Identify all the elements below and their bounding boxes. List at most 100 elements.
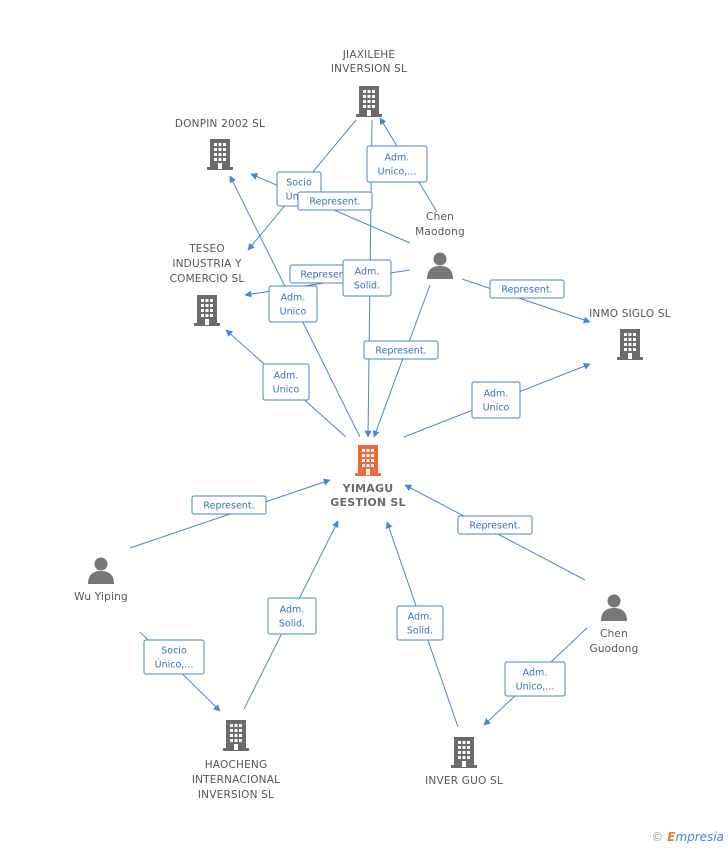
node-label: INVERSION SL [198,789,274,801]
building-icon [451,737,477,768]
edge-label-e6[interactable]: Adm. Unico [268,285,318,323]
edge-label-e11[interactable]: Represent. [191,495,267,515]
edge-label-e16[interactable]: Adm. Unico,... [504,661,566,697]
edge-label-box [191,495,267,515]
person-icon [427,252,453,279]
edge-label-e7[interactable]: Represent. [363,340,439,360]
edge-label-text: Adm. [385,153,410,164]
edge-label-text: Unico [273,385,300,396]
node-label: GESTION SL [330,496,405,509]
edge-label-text: Solid. [407,626,433,637]
edge-label-box [267,597,317,635]
node-label: Chen [600,628,628,640]
edge-label-text: Represent. [501,285,552,296]
edge-label-text: Represent. [309,197,360,208]
edge-label-e12[interactable]: Represent. [457,515,533,535]
edge-label-e1[interactable]: Adm. Unico,... [366,145,428,183]
node-label: INMO SIGLO SL [589,308,671,320]
edge-label-text: Adm. [280,605,305,616]
edge-label-text: Unico [483,403,510,414]
building-icon [194,295,220,326]
edge-label-text: Unico,... [378,167,417,178]
edge-label-e13[interactable]: SocioÚnico,... [143,639,205,675]
brand-footer[interactable]: ©Empresia [651,830,724,844]
building-icon [207,139,233,170]
edge-label-text: Solid. [354,281,380,292]
edge-label-text: Represent. [469,521,520,532]
edge-label-text: Represent. [203,501,254,512]
node-donpin[interactable]: DONPIN 2002 SL [175,118,265,170]
node-label: INVER GUO SL [425,775,503,787]
edge-label-text: Represent. [300,270,351,281]
edge-label-text: Unico [280,307,307,318]
edge-label-text: Solid. [279,619,305,630]
edge-label-e8[interactable]: Represent. [489,279,565,299]
edge-label-e15[interactable]: Adm. Solid. [396,605,444,641]
edge-label-e14[interactable]: Adm. Solid. [267,597,317,635]
node-label: HAOCHENG [205,759,268,771]
node-label: DONPIN 2002 SL [175,118,265,130]
building-icon [617,329,643,360]
person-icon [601,594,627,621]
edge-label-text: Adm. [281,293,306,304]
copyright-symbol: © [651,830,664,844]
edge-label-text: Socio [161,646,187,657]
person-icon [88,557,114,584]
edge-label-e3[interactable]: Represent. [297,191,373,211]
node-label: COMERCIO SL [170,273,245,285]
edge-label-text: Adm. [355,267,380,278]
node-label: YIMAGU [342,482,394,495]
edge-label-text: Unico,... [516,682,555,693]
node-label: INVERSION SL [331,63,407,75]
node-haocheng[interactable]: HAOCHENG INTERNACIONAL INVERSION SL [192,720,280,801]
edge-label-box [396,605,444,641]
edge-label-box [262,363,310,401]
edge-label-text: Adm. [408,612,433,623]
building-icon [356,86,382,117]
node-teseo[interactable]: TESEO INDUSTRIA Y COMERCIO SL [170,243,245,326]
node-label: Maodong [415,226,465,238]
node-label: Guodong [589,643,638,655]
edge-label-box [366,145,428,183]
building-icon [355,445,381,476]
node-label: Wu Yiping [74,591,128,603]
edge-line-e7 [372,284,431,438]
edge-label-box [143,639,205,675]
edge-label-text: Adm. [274,371,299,382]
edge-label-box [363,340,439,360]
edge-label-text: Socio [286,178,312,189]
node-label: JIAXILEHE [342,49,395,61]
node-inverguo[interactable]: INVER GUO SL [425,737,503,787]
building-icon [223,720,249,751]
node-label: Chen [426,211,454,223]
edge-label-e9[interactable]: Adm. Unico [262,363,310,401]
node-inmo[interactable]: INMO SIGLO SL [589,308,671,360]
node-jiaxilehe[interactable]: JIAXILEHE INVERSION SL [331,49,407,117]
brand-name: mpresia [675,830,724,844]
edge-line-e8 [461,278,591,324]
edge-label-box [342,259,392,297]
brand-initial: E [667,830,676,844]
edge-label-box [489,279,565,299]
edge-label-e5[interactable]: Adm. Solid. [342,259,392,297]
edge-label-box [471,381,521,419]
node-label: INDUSTRIA Y [172,258,242,270]
edge-label-box [268,285,318,323]
node-wuyiping[interactable]: Wu Yiping [74,557,128,604]
edge-label-box [457,515,533,535]
edge-label-box [504,661,566,697]
edge-labels-layer: Adm.Unico,...SocioÚnicoRepresent.Represe… [143,145,566,697]
node-label: INTERNACIONAL [192,774,280,786]
node-label: TESEO [188,243,225,255]
edge-label-text: Adm. [523,668,548,679]
edge-label-text: Represent. [375,346,426,357]
edge-label-text: Único,... [155,659,194,671]
edge-label-text: Adm. [484,389,509,400]
edge-label-e10[interactable]: Adm. Unico [471,381,521,419]
